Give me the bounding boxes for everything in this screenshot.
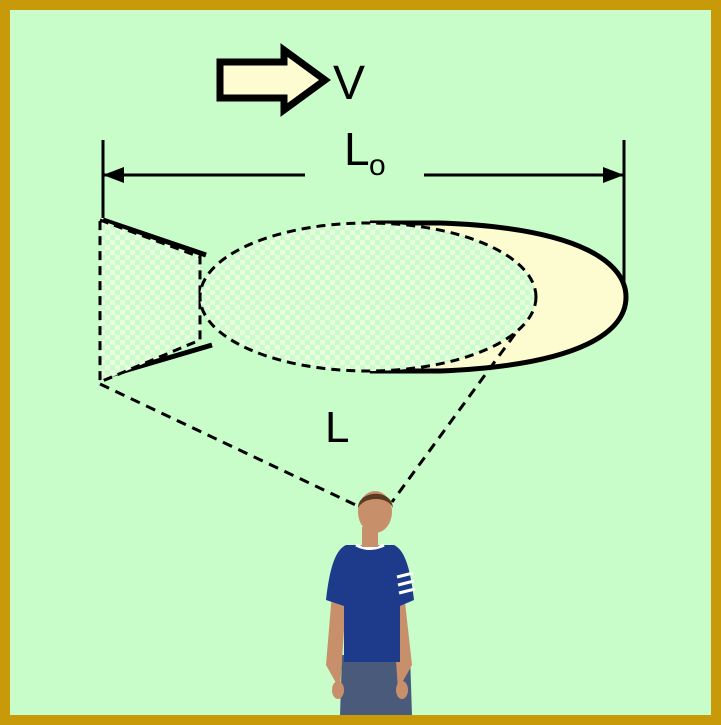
- spaceship-contracted: [98, 217, 538, 385]
- proper-length-dimension: [101, 140, 626, 288]
- sight-lines: [99, 333, 517, 510]
- velocity-label: V: [333, 57, 365, 110]
- observed-length-label: L: [325, 403, 349, 452]
- right-block-arrow-icon: [216, 43, 331, 117]
- person-observer-icon: [326, 491, 416, 715]
- proper-length-subscript: o: [369, 149, 386, 182]
- proper-length-label: L: [344, 123, 370, 175]
